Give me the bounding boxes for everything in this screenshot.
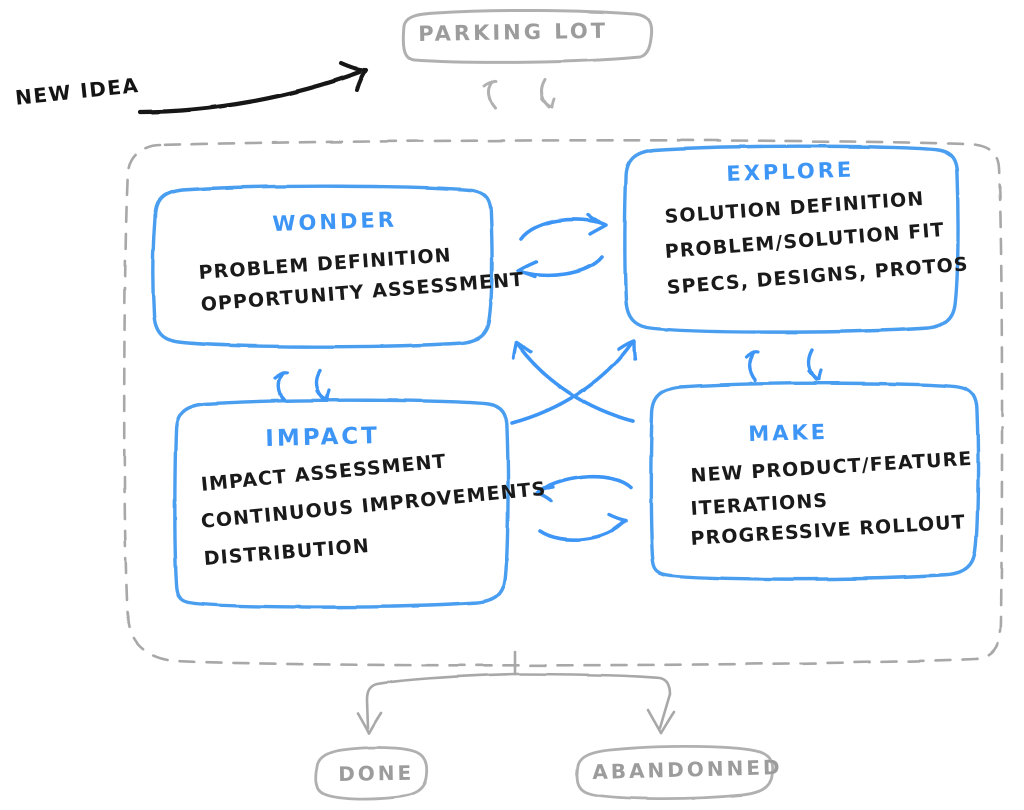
- phase-title-explore: EXPLORE: [726, 157, 855, 186]
- connector-wonder-explore: [516, 213, 608, 279]
- outcome-box-done[interactable]: [314, 746, 429, 801]
- new-idea-arrow: [137, 61, 368, 115]
- phase-box-wonder[interactable]: [151, 184, 494, 349]
- exit-fork-connector: [356, 650, 676, 735]
- new-idea-label: NEW IDEA: [14, 72, 141, 110]
- parking-lot-down-arrow: [540, 78, 556, 109]
- parking-lot-label: PARKING LOT: [418, 18, 609, 46]
- lifecycle-container: [122, 139, 1004, 667]
- phase-line-explore-0: SOLUTION DEFINITION: [664, 187, 926, 228]
- parking-lot-box[interactable]: [401, 8, 653, 64]
- phase-box-explore[interactable]: [623, 144, 960, 334]
- phase-title-impact: IMPACT: [265, 423, 381, 452]
- outcome-label-abandonned: ABANDONNED: [592, 755, 783, 784]
- phase-line-impact-2: DISTRIBUTION: [203, 534, 371, 570]
- phase-title-wonder: WONDER: [272, 207, 398, 236]
- connector-explore-make: [744, 348, 823, 383]
- phase-line-explore-2: SPECS, DESIGNS, PROTOS: [666, 253, 970, 299]
- parking-lot-up-arrow: [482, 80, 498, 110]
- phase-line-impact-0: IMPACT ASSESSMENT: [200, 450, 448, 496]
- phase-title-make: MAKE: [748, 419, 829, 446]
- phase-line-explore-1: PROBLEM/SOLUTION FIT: [664, 218, 946, 263]
- phase-box-impact[interactable]: [173, 398, 510, 609]
- phase-box-make[interactable]: [649, 381, 980, 581]
- phase-line-make-0: NEW PRODUCT/FEATURE: [690, 447, 974, 487]
- connector-diagonal-cross: [510, 339, 637, 425]
- connector-wonder-impact: [273, 369, 331, 402]
- outcome-box-abandonned[interactable]: [575, 744, 775, 801]
- connector-impact-make: [535, 474, 633, 542]
- outcome-label-done: DONE: [338, 760, 415, 786]
- phase-line-make-1: ITERATIONS: [690, 489, 829, 520]
